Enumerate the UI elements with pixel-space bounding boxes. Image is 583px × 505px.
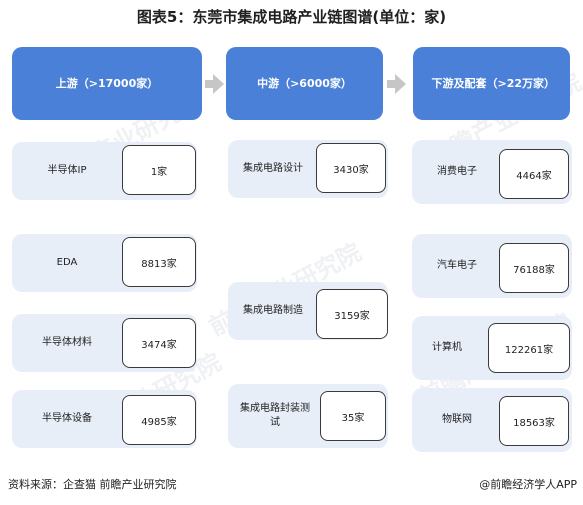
item-count: 3159家 xyxy=(316,289,388,339)
arrow-right-icon xyxy=(205,74,224,94)
item-count: 4464家 xyxy=(499,149,569,199)
upstream-item: EDA 8813家 xyxy=(12,234,197,292)
header-upstream: 上游（>17000家） xyxy=(12,47,202,120)
item-label: 物联网 xyxy=(442,414,472,425)
item-count: 122261家 xyxy=(488,323,570,373)
item-label: 汽车电子 xyxy=(437,260,477,271)
downstream-item: 物联网 18563家 xyxy=(412,388,572,452)
upstream-item: 半导体设备 4985家 xyxy=(12,390,197,448)
midstream-item: 集成电路封装测试 35家 xyxy=(228,384,388,448)
midstream-item: 集成电路制造 3159家 xyxy=(228,282,388,340)
header-downstream: 下游及配套（>22万家） xyxy=(413,47,570,120)
midstream-item: 集成电路设计 3430家 xyxy=(228,140,388,198)
item-label: 计算机 xyxy=(432,342,462,353)
source-note: 资料来源：企查猫 前瞻产业研究院 xyxy=(8,478,177,491)
item-count: 76188家 xyxy=(499,243,569,293)
item-label: 半导体材料 xyxy=(42,337,92,348)
item-label: 集成电路设计 xyxy=(243,163,303,174)
brand-credit: @前瞻经济学人APP xyxy=(479,478,577,491)
item-count: 18563家 xyxy=(499,396,569,446)
item-label: EDA xyxy=(56,257,78,268)
item-label: 集成电路封装测试 xyxy=(240,403,310,428)
downstream-item: 消费电子 4464家 xyxy=(412,140,572,204)
downstream-item: 计算机 122261家 xyxy=(412,316,572,380)
item-label: 半导体设备 xyxy=(42,413,92,424)
item-count: 3474家 xyxy=(122,318,196,368)
item-count: 35家 xyxy=(320,391,386,441)
item-count: 1家 xyxy=(122,145,196,195)
downstream-item: 汽车电子 76188家 xyxy=(412,234,572,298)
upstream-item: 半导体材料 3474家 xyxy=(12,314,197,372)
item-label: 集成电路制造 xyxy=(243,305,303,316)
upstream-item: 半导体IP 1家 xyxy=(12,142,197,200)
arrow-right-icon xyxy=(387,74,406,94)
item-label: 半导体IP xyxy=(47,165,87,176)
diagram-title: 图表5：东莞市集成电路产业链图谱(单位：家) xyxy=(136,8,447,26)
item-label: 消费电子 xyxy=(437,166,477,177)
header-midstream: 中游（>6000家） xyxy=(226,47,383,120)
item-count: 4985家 xyxy=(122,395,196,445)
item-count: 3430家 xyxy=(316,143,386,193)
item-count: 8813家 xyxy=(122,237,196,287)
